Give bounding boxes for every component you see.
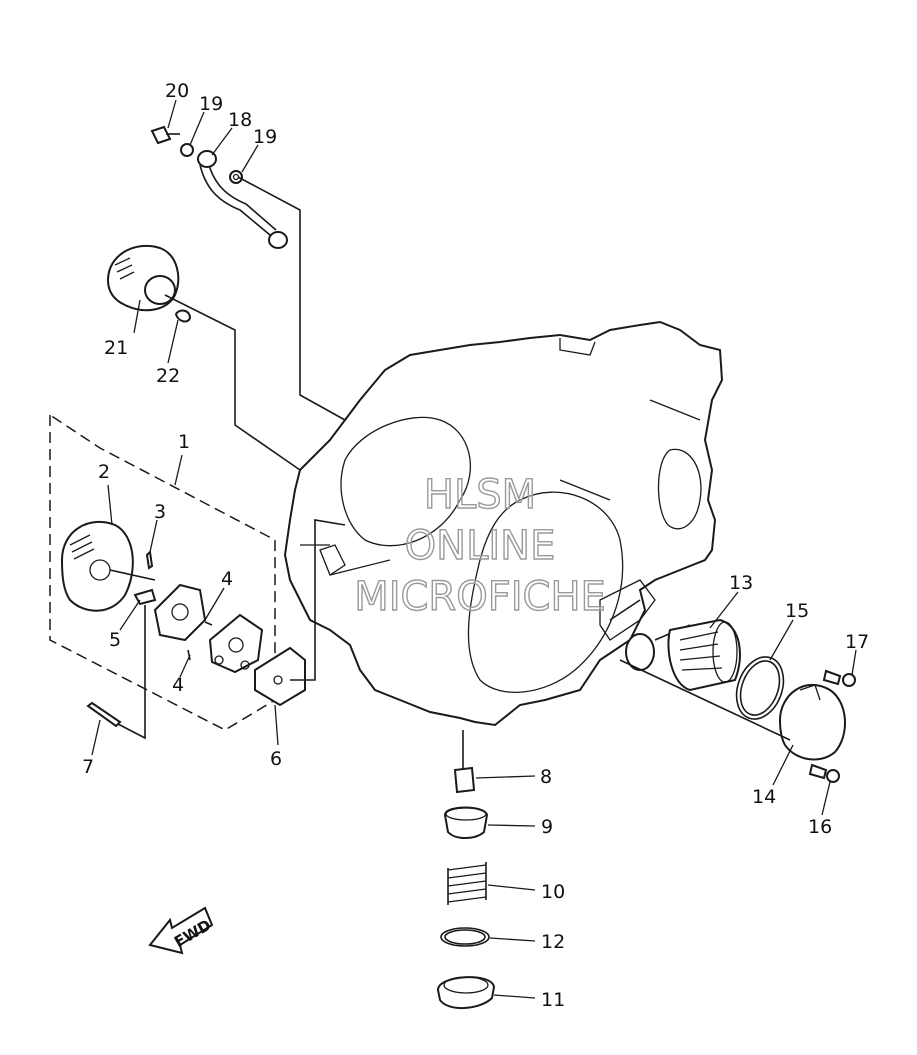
watermark-line-3: MICROFICHE [354,574,606,620]
callout-19-lower: 19 [253,126,277,148]
callout-8: 8 [540,766,552,788]
callout-6: 6 [270,748,282,770]
watermark-line-2: ONLINE [405,523,556,569]
drive-gear-assembly [106,244,301,471]
callout-22: 22 [156,365,180,387]
forward-direction-marker: FWD [148,906,214,955]
callout-4-upper: 4 [221,568,233,590]
callout-21: 21 [104,337,128,359]
callout-2: 2 [98,461,110,483]
leader-lines [91,99,857,999]
callout-15: 15 [785,600,809,622]
callout-9: 9 [541,816,553,838]
oil-delivery-pipe-assembly [150,125,346,421]
watermark: HLSM ONLINE MICROFICHE [353,471,606,620]
strainer-and-drain-stack [436,730,496,1009]
callout-19-upper: 19 [199,93,223,115]
callout-1: 1 [178,431,190,453]
callout-14: 14 [752,786,776,808]
callout-17: 17 [845,631,869,653]
callout-3: 3 [154,501,166,523]
part-callouts: 20 19 18 19 21 22 1 2 3 4 5 4 6 7 8 9 10… [82,80,869,1011]
callout-11: 11 [541,989,565,1011]
crankcase-body [283,320,724,727]
callout-12: 12 [541,931,565,953]
callout-13: 13 [729,572,753,594]
callout-20: 20 [165,80,189,102]
callout-18: 18 [228,109,252,131]
callout-10: 10 [541,881,565,903]
watermark-line-1: HLSM [424,472,536,518]
oil-filter-assembly [609,599,856,783]
callout-7: 7 [82,756,94,778]
callout-4-lower: 4 [172,674,184,696]
oil-pump-assembly-group [49,413,346,740]
callout-5: 5 [109,629,121,651]
callout-16: 16 [808,816,832,838]
